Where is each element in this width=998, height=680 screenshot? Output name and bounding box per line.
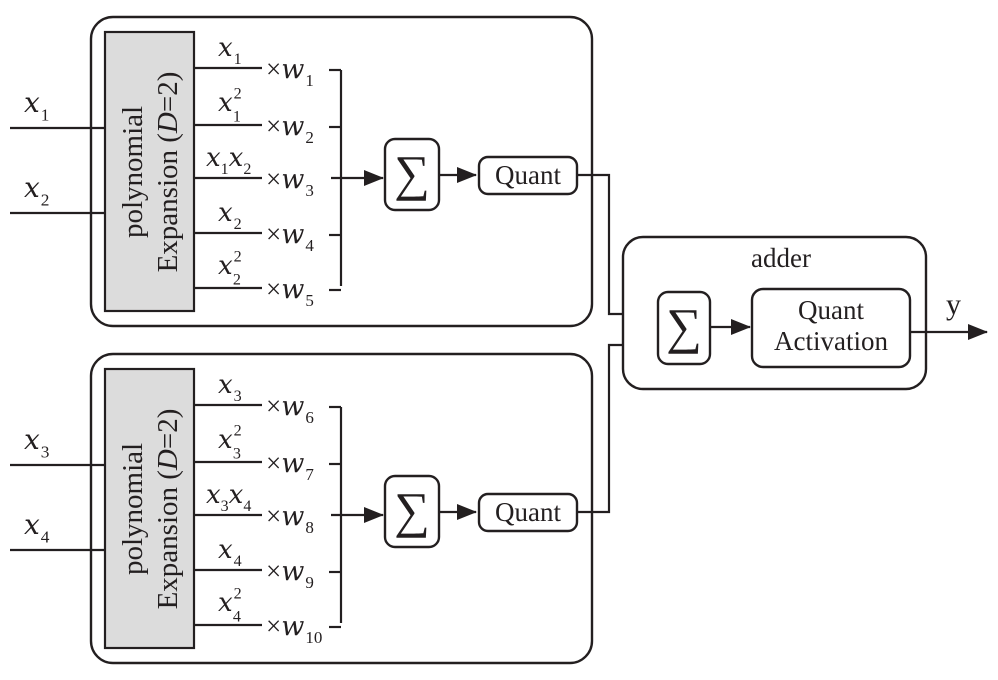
weight-label-6: ×w6 (266, 391, 314, 427)
weight-label-5: ×w5 (266, 274, 314, 310)
adder-title: adder (751, 243, 811, 273)
term-label-1: x1 (218, 33, 242, 68)
weight-label-3: ×w3 (266, 164, 314, 200)
term-label-9: x4 (218, 535, 242, 570)
term-label-4: x2 (218, 198, 242, 233)
polynomial-expansion-box-1 (103, 30, 196, 313)
expansion-line-1: polynomial (117, 106, 149, 238)
term-label-6: x3 (218, 370, 242, 405)
sigma-summation-icon: ∑ (394, 145, 430, 201)
sigma-summation-icon: ∑ (394, 482, 430, 538)
weight-label-2: ×w2 (266, 111, 314, 147)
weight-label-8: ×w8 (266, 501, 314, 537)
activation-label-line-1: Quant (798, 295, 864, 325)
activation-label-line-2: Activation (774, 326, 888, 356)
term-label-3: x1x2 (206, 143, 251, 178)
term-label-8: x3x4 (206, 480, 251, 515)
input-label-1: x1 (24, 86, 49, 124)
output-label: y (946, 288, 961, 321)
quant-label-1: Quant (495, 160, 561, 190)
weight-label-9: ×w9 (266, 556, 314, 592)
quant-activation-box (750, 287, 912, 369)
weight-label-1: ×w1 (266, 54, 314, 90)
quant-label-2: Quant (495, 497, 561, 527)
expansion-line-2: Expansion (D=2) (152, 409, 184, 610)
expansion-line-2: Expansion (D=2) (152, 72, 184, 273)
weight-label-4: ×w4 (266, 219, 314, 255)
input-label-2: x2 (24, 171, 49, 209)
input-label-4: x4 (24, 508, 50, 546)
sigma-summation-icon: ∑ (666, 298, 702, 354)
weight-label-10: ×w10 (266, 611, 322, 647)
weight-label-7: ×w7 (266, 448, 314, 484)
input-label-3: x3 (24, 423, 49, 461)
expansion-line-1: polynomial (117, 443, 149, 575)
polynomial-expansion-box-2 (103, 367, 196, 650)
